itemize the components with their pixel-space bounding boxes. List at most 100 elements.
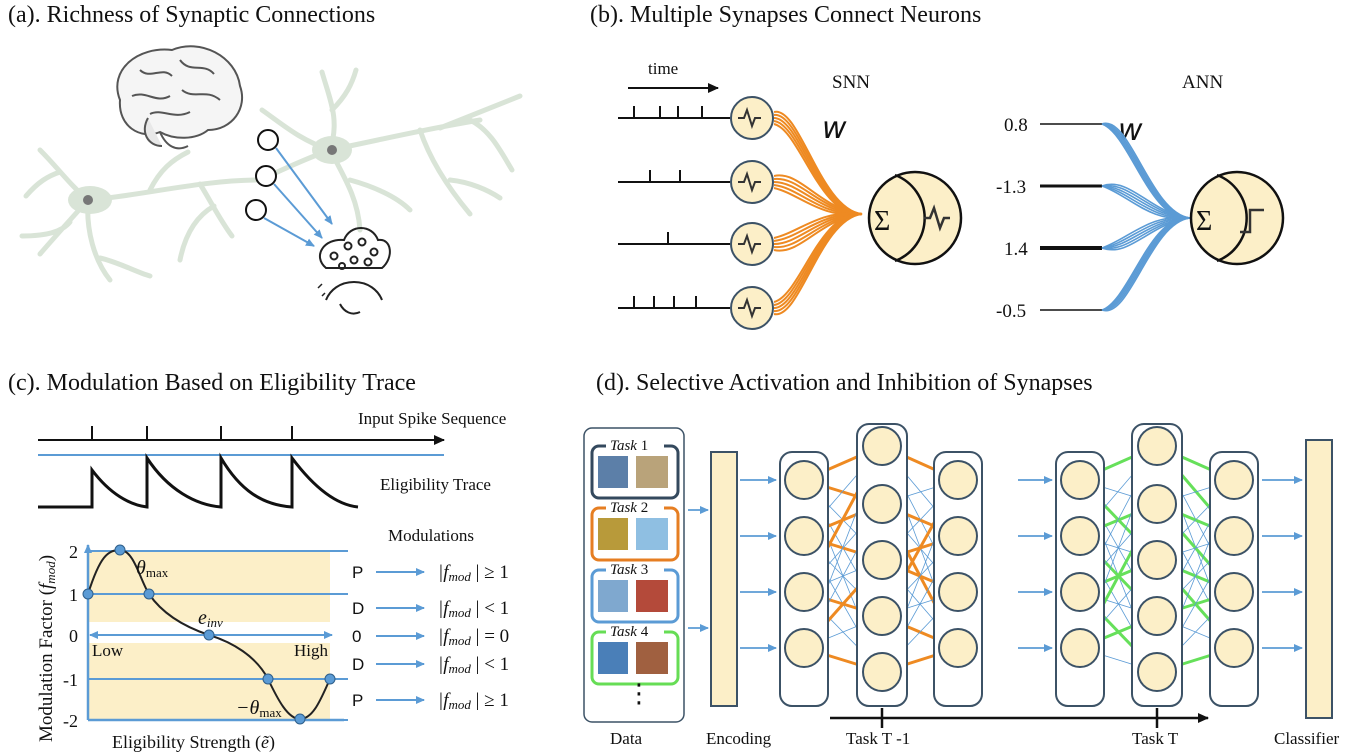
- ann-synapse: [1101, 217, 1191, 311]
- snn-input-neuron: [730, 222, 774, 266]
- y-tick: 1: [69, 585, 78, 605]
- panel-b: (b). Multiple Synapses Connect Neurons t…: [590, 2, 1285, 330]
- ann-label: ANN: [1182, 72, 1223, 93]
- network-node: [1137, 484, 1177, 524]
- snn-input-neuron: [730, 96, 774, 140]
- classifier-block: [1305, 439, 1333, 719]
- network-node: [862, 426, 902, 466]
- network-node: [784, 572, 824, 612]
- task-sample-image: [636, 456, 668, 488]
- network-node: [1060, 572, 1100, 612]
- panel-b-title: (b). Multiple Synapses Connect Neurons: [590, 2, 981, 28]
- band-rule: |fmod | ≥ 1: [438, 562, 509, 584]
- network-node: [1060, 516, 1100, 556]
- band-code: 0: [352, 627, 361, 646]
- band-code: P: [352, 691, 363, 710]
- ann-synapse: [1101, 217, 1191, 311]
- spike-wave-icon: [738, 170, 761, 194]
- ann-synapse: [1101, 122, 1191, 219]
- task-label: Task 1: [610, 438, 648, 454]
- band-rule: |fmod | < 1: [438, 654, 509, 676]
- step-activation-icon: [1240, 208, 1264, 234]
- band-rule: |fmod | ≥ 1: [438, 690, 509, 712]
- ann-synapse: [1101, 184, 1191, 219]
- panel-d-title: (d). Selective Activation and Inhibition…: [596, 370, 1093, 396]
- network-node: [1060, 628, 1100, 668]
- task-sample-image: [636, 518, 668, 550]
- data-label: Data: [610, 729, 643, 748]
- more-tasks-ellipsis: ⋮: [626, 679, 652, 709]
- neuron-nucleus: [327, 145, 337, 155]
- task-label: Task 2: [610, 500, 648, 516]
- sum-symbol: Σ: [1196, 206, 1212, 237]
- ann-synapse: [1101, 123, 1191, 219]
- y-tick: 2: [69, 542, 78, 562]
- eligibility-trace-curve: [38, 452, 359, 509]
- y-tick: -1: [63, 670, 78, 690]
- ann-synapse: [1101, 217, 1191, 311]
- snn-output-neuron: Σ: [867, 170, 963, 266]
- band-rule: |fmod | = 0: [438, 626, 509, 648]
- ann-input-value: 0.8: [1004, 115, 1028, 136]
- task-sample-image: [598, 456, 628, 488]
- curve-point: [143, 588, 155, 600]
- y-tick: 0: [69, 626, 78, 646]
- e-inv-label: einv: [198, 607, 223, 630]
- network-node: [784, 628, 824, 668]
- task-sample-image: [636, 642, 668, 674]
- theta-max-label: θmax: [136, 557, 169, 580]
- task-sample-image: [636, 580, 668, 612]
- network-node: [862, 652, 902, 692]
- curve-point-neg-theta-max: [294, 713, 306, 725]
- band-rule: |fmod | < 1: [438, 598, 509, 620]
- network-node: [1060, 460, 1100, 500]
- band-code: D: [352, 655, 364, 674]
- x-axis-label: Eligibility Strength (ẽ): [112, 732, 275, 753]
- task-sample-image: [598, 580, 628, 612]
- encoding-label: Encoding: [706, 729, 772, 748]
- encoding-block: [710, 451, 738, 707]
- task-sample-image: [598, 642, 628, 674]
- low-label: Low: [92, 641, 124, 660]
- network-node: [1214, 516, 1254, 556]
- signal-arrow: [275, 147, 333, 225]
- task-prev-label: Task T -1: [846, 729, 910, 748]
- curve-point: [262, 673, 274, 685]
- ann-input-value: -1.3: [996, 177, 1026, 198]
- signal-arrow: [263, 217, 315, 247]
- snn-weight-symbol: w: [822, 111, 847, 146]
- sum-symbol: Σ: [874, 206, 890, 237]
- signal-arrow: [273, 183, 323, 239]
- ann-synapse: [1101, 183, 1191, 219]
- curve-point-theta-max: [114, 544, 126, 556]
- network-node: [938, 460, 978, 500]
- snn-input-neuron: [730, 160, 774, 204]
- spike-wave-icon: [738, 106, 761, 130]
- ann-network: 0.8-1.31.4-0.5: [996, 115, 1191, 322]
- network-node: [784, 516, 824, 556]
- network-node: [1137, 540, 1177, 580]
- task-sample-image: [598, 518, 628, 550]
- snn-input-neuron: [730, 286, 774, 330]
- network-node: [938, 516, 978, 556]
- network-node: [784, 460, 824, 500]
- band-depression-bottom: [88, 643, 330, 679]
- brain-icon: [116, 45, 243, 150]
- curve-point-e-inv: [203, 629, 215, 641]
- panel-a: (a). Richness of Synaptic Connections: [8, 2, 523, 315]
- time-label: time: [648, 59, 678, 78]
- network-node: [1137, 652, 1177, 692]
- neg-theta-max-label: −θmax: [236, 697, 282, 720]
- network-node: [1214, 460, 1254, 500]
- y-tick: -2: [63, 711, 78, 731]
- band-potentiation-bottom: [88, 679, 330, 720]
- modulations-label: Modulations: [388, 526, 474, 545]
- signal-circle: [245, 199, 267, 221]
- ann-synapse: [1101, 217, 1191, 311]
- ann-synapse: [1101, 123, 1191, 219]
- task-label: Task 3: [610, 562, 648, 578]
- network-node: [862, 596, 902, 636]
- ann-input-value: 1.4: [1004, 239, 1028, 260]
